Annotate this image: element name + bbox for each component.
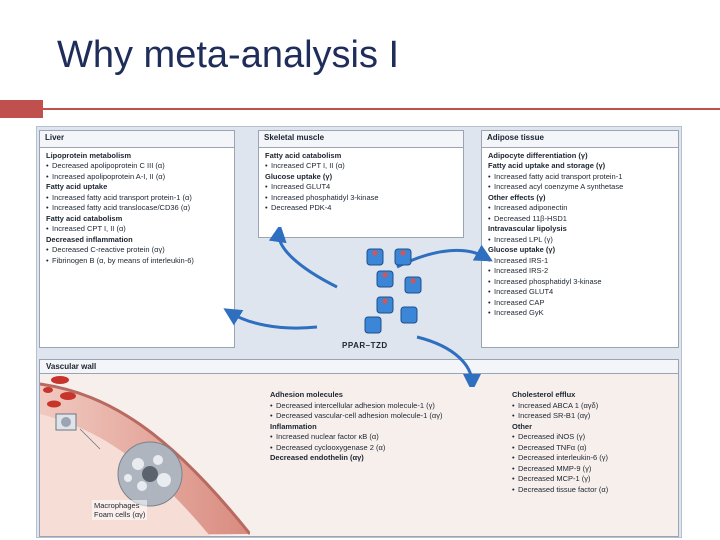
list-item: Increased CPT I, II (α) [265, 161, 459, 172]
section-title: Fatty acid uptake [46, 182, 108, 191]
section-title: Other effects (γ) [488, 192, 546, 202]
section-title: Lipoprotein metabolism [46, 150, 132, 160]
red-blood-cell-icon [51, 376, 69, 384]
list-item: Decreased apolipoprotein C III (α) [46, 161, 230, 172]
list-item: Increased ABCA 1 (αγδ) [512, 401, 678, 412]
skeletal-muscle-panel: Skeletal muscle Fatty acid catabolismInc… [258, 130, 464, 238]
ppar-tzd-label: PPAR–TZD [342, 341, 388, 350]
section-title: Decreased inflammation [46, 234, 133, 244]
list-item: Increased IRS-2 [488, 266, 674, 277]
red-blood-cell-icon [47, 400, 61, 408]
list-item: Increased fatty acid translocase/CD36 (α… [46, 203, 230, 214]
title-accent-block [0, 100, 43, 118]
list-item: Increased acyl coenzyme A synthetase [488, 182, 674, 193]
adipose-tissue-sections: Adipocyte differentiation (γ)Fatty acid … [488, 151, 674, 319]
vessel-wall-illustration [40, 376, 250, 536]
list-item: Fibrinogen B (α, by means of interleukin… [46, 256, 230, 267]
list-item: Increased nuclear factor κB (α) [270, 432, 490, 443]
section-title: Glucose uptake (γ) [488, 245, 556, 254]
red-blood-cell-icon [43, 387, 53, 393]
list-item: Decreased PDK-4 [265, 203, 459, 214]
skeletal-muscle-sections: Fatty acid catabolismIncreased CPT I, II… [265, 151, 459, 214]
list-item: Increased GyK [488, 308, 674, 319]
list-item: Decreased MCP-1 (γ) [512, 474, 678, 485]
section-title: Fatty acid catabolism [265, 150, 342, 160]
list-item: Increased CPT I, II (α) [46, 224, 230, 235]
list-item: Decreased C-reactive protein (αγ) [46, 245, 230, 256]
section-title: Fatty acid catabolism [46, 213, 123, 223]
list-item: Decreased MMP-9 (γ) [512, 464, 678, 475]
liver-sections: Lipoprotein metabolismDecreased apolipop… [46, 151, 230, 267]
list-item: Increased fatty acid transport protein-1… [46, 193, 230, 204]
section-title: Inflammation [270, 421, 317, 431]
list-item: Increased CAP [488, 298, 674, 309]
adhesion-inflammation-list: Adhesion moleculesDecreased intercellula… [270, 390, 490, 464]
title-accent-line [43, 108, 720, 110]
section-title: Fatty acid uptake and storage (γ) [488, 161, 606, 170]
ppar-effects-figure: Liver Lipoprotein metabolismDecreased ap… [36, 126, 682, 538]
adipose-tissue-panel-header: Adipose tissue [482, 131, 678, 148]
vascular-wall-panel: Vascular wall [39, 359, 679, 537]
section-title: Other [512, 421, 533, 431]
liver-panel: Liver Lipoprotein metabolismDecreased ap… [39, 130, 235, 348]
list-item: Increased fatty acid transport protein-1 [488, 172, 674, 183]
skeletal-muscle-panel-header: Skeletal muscle [259, 131, 463, 148]
section-title: Decreased endothelin (αγ) [270, 453, 364, 462]
list-item: Increased adiponectin [488, 203, 674, 214]
list-item: Increased GLUT4 [488, 287, 674, 298]
list-item: Increased GLUT4 [265, 182, 459, 193]
liver-panel-header: Liver [40, 131, 234, 148]
section-title: Adhesion molecules [270, 390, 343, 399]
list-item: Increased SR-B1 (αγ) [512, 411, 678, 422]
macrophage-label: Macrophages Foam cells (αγ) [92, 500, 148, 520]
list-item: Increased phosphatidyl 3-kinase [265, 193, 459, 204]
list-item: Increased LPL (γ) [488, 235, 674, 246]
red-blood-cell-icon [60, 392, 76, 400]
list-item: Increased phosphatidyl 3-kinase [488, 277, 674, 288]
list-item: Decreased intercellular adhesion molecul… [270, 401, 490, 412]
foam-cells-text: Foam cells (αγ) [94, 510, 146, 519]
section-title: Adipocyte differentiation (γ) [488, 150, 588, 160]
list-item: Decreased cyclooxygenase 2 (α) [270, 443, 490, 454]
list-item: Decreased iNOS (γ) [512, 432, 678, 443]
list-item: Decreased interleukin-6 (γ) [512, 453, 678, 464]
adipose-tissue-panel: Adipose tissue Adipocyte differentiation… [481, 130, 679, 348]
slide-title: Why meta-analysis I [57, 34, 400, 76]
list-item: Decreased vascular-cell adhesion molecul… [270, 411, 490, 422]
section-title: Cholesterol efflux [512, 390, 576, 399]
list-item: Increased apolipoprotein A-I, II (α) [46, 172, 230, 183]
list-item: Decreased tissue factor (α) [512, 485, 678, 496]
cholesterol-efflux-list: Cholesterol effluxIncreased ABCA 1 (αγδ)… [512, 390, 678, 495]
ppar-tzd-illustration [223, 227, 493, 387]
macrophages-text: Macrophages [94, 501, 140, 510]
ppar-receptor-cluster-icon [364, 248, 422, 334]
section-title: Intravascular lipolysis [488, 224, 567, 233]
arrow-to-liver-icon [223, 308, 318, 330]
list-item: Decreased TNFα (α) [512, 443, 678, 454]
list-item: Decreased 11β-HSD1 [488, 214, 674, 225]
vascular-wall-header: Vascular wall [40, 360, 678, 374]
arrow-to-vascular-icon [416, 335, 481, 387]
arrow-to-muscle-icon [268, 227, 338, 289]
section-title: Glucose uptake (γ) [265, 171, 333, 181]
